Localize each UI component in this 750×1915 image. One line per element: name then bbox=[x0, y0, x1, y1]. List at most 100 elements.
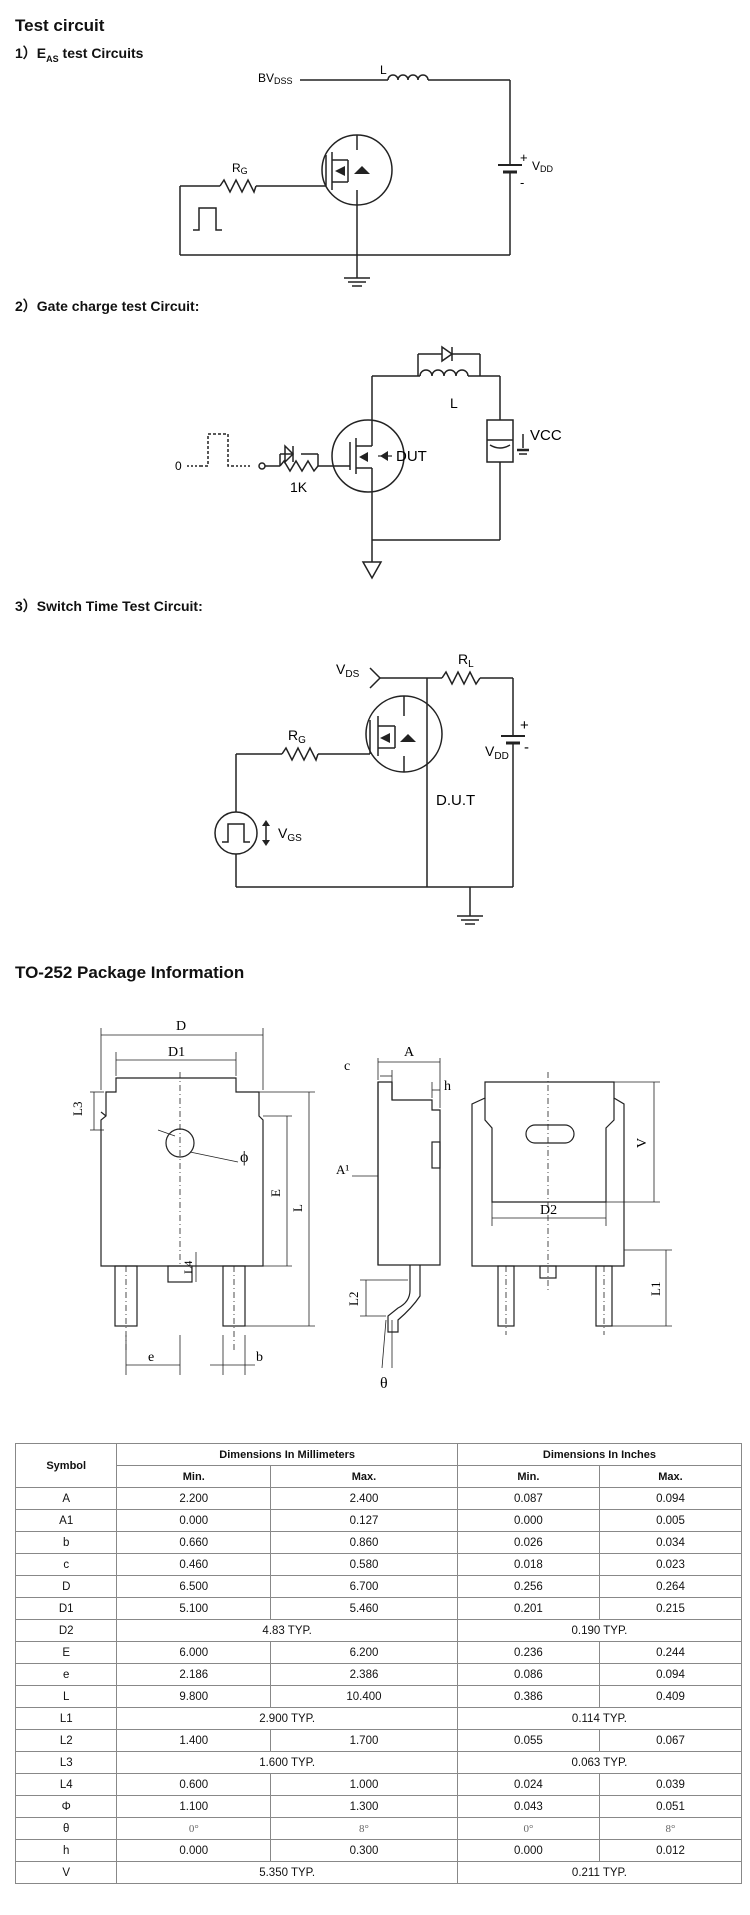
mm-min-header: Min. bbox=[116, 1465, 272, 1488]
symbol-header: Symbol bbox=[14, 1443, 118, 1488]
back-view-body bbox=[471, 1081, 625, 1267]
dim-h: h bbox=[444, 1079, 451, 1094]
value-cell: 0.086 bbox=[456, 1663, 600, 1686]
dut-label: D.U.T bbox=[436, 792, 475, 809]
symbol-cell: A1 bbox=[14, 1509, 118, 1532]
value-cell: 0.023 bbox=[598, 1553, 743, 1576]
value-cell: 0.409 bbox=[598, 1685, 743, 1708]
inductor-l bbox=[419, 369, 469, 377]
dim-e: e bbox=[148, 1350, 154, 1365]
value-cell: 0° bbox=[116, 1817, 272, 1840]
typ-cell: 0.211 TYP. bbox=[456, 1861, 743, 1884]
package-title: TO-252 Package Information bbox=[15, 963, 245, 982]
value-cell: 0.005 bbox=[598, 1509, 743, 1532]
dim-A: A bbox=[404, 1045, 415, 1060]
side-view-body bbox=[377, 1081, 441, 1266]
eas-test-circuit: BVDSS L RG + VDD - bbox=[179, 63, 554, 287]
value-cell: 5.460 bbox=[270, 1597, 458, 1620]
value-cell: 0.201 bbox=[456, 1597, 600, 1620]
value-cell: 0.043 bbox=[456, 1795, 600, 1818]
value-cell: 0.460 bbox=[116, 1553, 272, 1576]
value-cell: 0.024 bbox=[456, 1773, 600, 1796]
symbol-cell: L4 bbox=[14, 1773, 118, 1796]
value-cell: 0.055 bbox=[456, 1729, 600, 1752]
resistor-1k bbox=[279, 459, 319, 473]
symbol-cell: D1 bbox=[14, 1597, 118, 1620]
minus-sign: - bbox=[520, 175, 524, 190]
value-cell: 9.800 bbox=[116, 1685, 272, 1708]
mm-header: Dimensions In Millimeters bbox=[116, 1443, 458, 1466]
to252-package-drawing: D D1 L3 ϕ E L L4 e b c A h A¹ L2 θ V D2 … bbox=[70, 1019, 672, 1392]
value-cell: 5.100 bbox=[116, 1597, 272, 1620]
pulse-source-icon bbox=[200, 433, 236, 467]
value-cell: 0.087 bbox=[456, 1487, 600, 1510]
typ-cell: 0.114 TYP. bbox=[456, 1707, 743, 1730]
dim-theta: θ bbox=[380, 1375, 388, 1392]
rg-label: RG bbox=[288, 727, 306, 746]
value-cell: 0.000 bbox=[456, 1839, 600, 1862]
value-cell: 0.127 bbox=[270, 1509, 458, 1532]
lead-bend bbox=[387, 1265, 421, 1333]
section-1-sub: AS bbox=[46, 53, 59, 64]
rg-label: RG bbox=[232, 161, 248, 176]
front-view-body bbox=[100, 1077, 264, 1267]
symbol-cell: b bbox=[14, 1531, 118, 1554]
value-cell: 6.700 bbox=[270, 1575, 458, 1598]
gate-charge-test-circuit: 0 1K DUT L VCC bbox=[175, 345, 562, 580]
section-3-heading: 3）Switch Time Test Circuit: bbox=[15, 598, 203, 614]
value-cell: 0.264 bbox=[598, 1575, 743, 1598]
vds-terminal-icon bbox=[369, 667, 382, 689]
dim-D: D bbox=[176, 1019, 186, 1034]
dim-L3: L3 bbox=[70, 1102, 85, 1116]
resistor-rl bbox=[441, 670, 481, 686]
value-cell: 6.200 bbox=[270, 1641, 458, 1664]
symbol-cell: h bbox=[14, 1839, 118, 1862]
typ-cell: 4.83 TYP. bbox=[116, 1619, 458, 1642]
value-cell: 0.018 bbox=[456, 1553, 600, 1576]
symbol-cell: Φ bbox=[14, 1795, 118, 1818]
symbol-cell: c bbox=[14, 1553, 118, 1576]
pulse-source-vgs bbox=[214, 811, 258, 855]
inch-header: Dimensions In Inches bbox=[456, 1443, 743, 1466]
value-cell: 0.000 bbox=[456, 1509, 600, 1532]
symbol-cell: A bbox=[14, 1487, 118, 1510]
plus-sign: + bbox=[520, 717, 529, 734]
dimensions-table: Symbol Dimensions In Millimeters Dimensi… bbox=[14, 1443, 743, 1884]
table-subheader-row: Min. Max. Min. Max. bbox=[16, 1465, 743, 1488]
value-cell: 0.051 bbox=[598, 1795, 743, 1818]
value-cell: 2.200 bbox=[116, 1487, 272, 1510]
value-cell: 0.660 bbox=[116, 1531, 272, 1554]
dim-phi: ϕ bbox=[240, 1149, 248, 1166]
minus-sign: - bbox=[524, 739, 529, 756]
dim-D2: D2 bbox=[540, 1203, 557, 1218]
vdd-label: VDD bbox=[485, 743, 509, 762]
dim-c: c bbox=[344, 1059, 350, 1074]
zero-label: 0 bbox=[175, 459, 182, 473]
inductor-l bbox=[387, 74, 429, 81]
value-cell: 0.094 bbox=[598, 1663, 743, 1686]
value-cell: 0.012 bbox=[598, 1839, 743, 1862]
page-title: Test circuit bbox=[15, 16, 105, 35]
vds-label: VDS bbox=[336, 661, 360, 680]
value-cell: 2.386 bbox=[270, 1663, 458, 1686]
value-cell: 6.500 bbox=[116, 1575, 272, 1598]
value-cell: 0.067 bbox=[598, 1729, 743, 1752]
pulse-source-icon bbox=[193, 207, 222, 231]
mm-max-header: Max. bbox=[270, 1465, 458, 1488]
typ-cell: 5.350 TYP. bbox=[116, 1861, 458, 1884]
symbol-cell: L1 bbox=[14, 1707, 118, 1730]
inductor-label: L bbox=[380, 63, 387, 77]
symbol-cell: D2 bbox=[14, 1619, 118, 1642]
section-1-heading: 1）EAS test Circuits bbox=[15, 43, 143, 64]
